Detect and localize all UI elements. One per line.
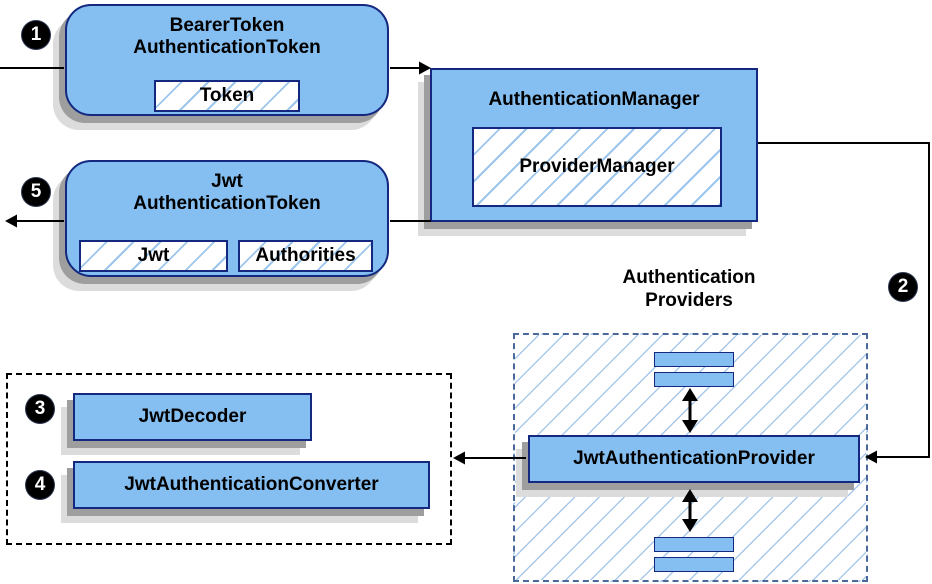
providers-group-label-line2: Providers (645, 290, 733, 311)
authentication-manager-title: AuthenticationManager (488, 89, 700, 110)
node-jwt-authentication-provider: JwtAuthenticationProvider (528, 435, 860, 483)
badge-step-3: 3 (26, 395, 54, 423)
jwt-decoder-label: JwtDecoder (138, 406, 247, 427)
provider-placeholder-rect (654, 537, 734, 552)
provider-manager-field: ProviderManager (472, 127, 722, 207)
badge-step-2: 2 (889, 273, 917, 301)
providers-group-label-line1: Authentication (622, 267, 756, 288)
providers-group-label: Authentication Providers (564, 266, 814, 312)
node-jwt-authentication-token: Jwt AuthenticationToken Jwt Authorities (65, 160, 389, 277)
jwt-field: Jwt (79, 240, 228, 272)
jwt-field-label: Jwt (137, 245, 170, 266)
jwt-authentication-converter-label: JwtAuthenticationConverter (124, 474, 379, 495)
provider-placeholder-rect (654, 372, 734, 387)
node-authentication-manager: AuthenticationManager ProviderManager (430, 68, 758, 222)
jwt-token-title-line1: Jwt (211, 171, 243, 192)
provider-manager-label: ProviderManager (519, 156, 675, 177)
badge-step-5: 5 (22, 178, 50, 206)
authorities-field: Authorities (238, 240, 373, 272)
node-jwt-authentication-converter: JwtAuthenticationConverter (73, 461, 430, 509)
provider-placeholder-rect (654, 352, 734, 367)
bearer-token-title-line2: AuthenticationToken (133, 37, 321, 58)
badge-step-4: 4 (26, 471, 54, 499)
arrowhead-response-out (5, 214, 17, 228)
node-jwt-decoder: JwtDecoder (73, 393, 312, 441)
provider-placeholder-rect (654, 557, 734, 572)
node-bearer-token-authentication-token: BearerToken AuthenticationToken Token (65, 4, 389, 116)
arrowhead-provider-to-tools (453, 451, 465, 465)
bearer-token-title-line1: BearerToken (169, 15, 285, 36)
token-field-label: Token (199, 85, 255, 106)
jwt-tools-group-box (6, 373, 452, 545)
jwt-authentication-provider-label: JwtAuthenticationProvider (573, 448, 815, 469)
token-field: Token (154, 80, 300, 112)
jwt-token-title-line2: AuthenticationToken (133, 193, 321, 214)
authorities-field-label: Authorities (255, 245, 356, 266)
badge-step-1: 1 (22, 21, 50, 49)
